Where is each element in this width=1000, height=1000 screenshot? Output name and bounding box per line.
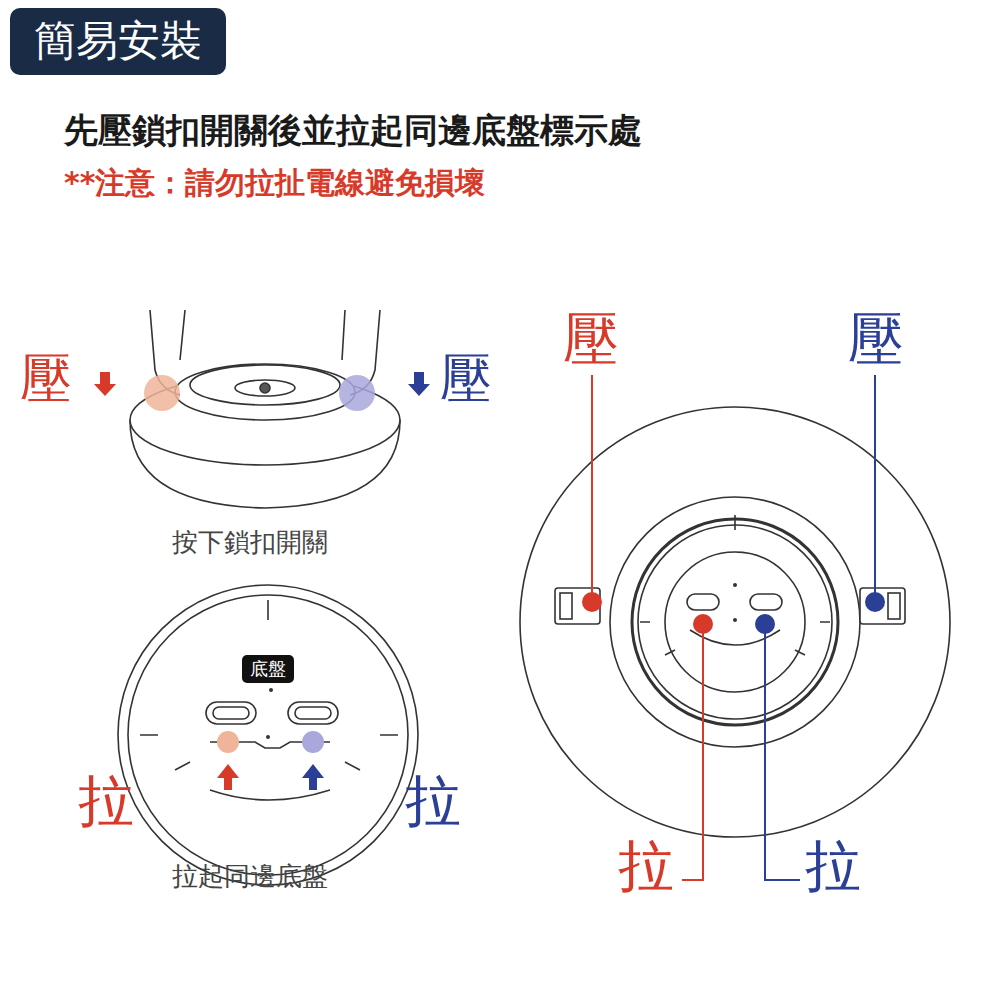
press-label: 壓 [848,308,904,370]
pull-label: 拉 [405,770,461,832]
step-caption: 拉起同邊底盤 [172,862,328,891]
node-text: 簡易安裝 [34,18,202,64]
press-label: 壓 [20,350,72,407]
node-text: 底盤 [250,659,286,679]
note: **注意：請勿拉扯電線避免損壞 [64,166,485,199]
part-tag: 底盤 [242,655,294,683]
press-label: 壓 [563,308,619,370]
press-label: 壓 [440,350,492,407]
pull-label: 拉 [618,835,674,897]
pull-label: 拉 [805,835,861,897]
step-caption: 按下鎖扣開關 [172,528,328,557]
section-badge: 簡易安裝 [10,8,226,75]
pull-label: 拉 [78,770,134,832]
title: 先壓鎖扣開關後並拉起同邊底盤標示處 [64,112,642,149]
